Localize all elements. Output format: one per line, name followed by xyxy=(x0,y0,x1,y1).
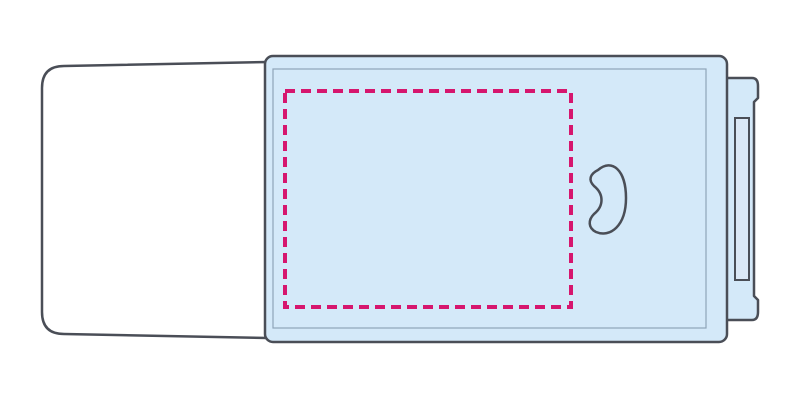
thumb-notch-icon xyxy=(588,164,628,235)
pull-out-tray xyxy=(40,60,270,340)
end-cap-slot xyxy=(734,117,750,281)
sleeve-inner-border xyxy=(272,68,707,329)
window-cutout-marker xyxy=(283,89,573,309)
outer-sleeve xyxy=(263,54,729,344)
